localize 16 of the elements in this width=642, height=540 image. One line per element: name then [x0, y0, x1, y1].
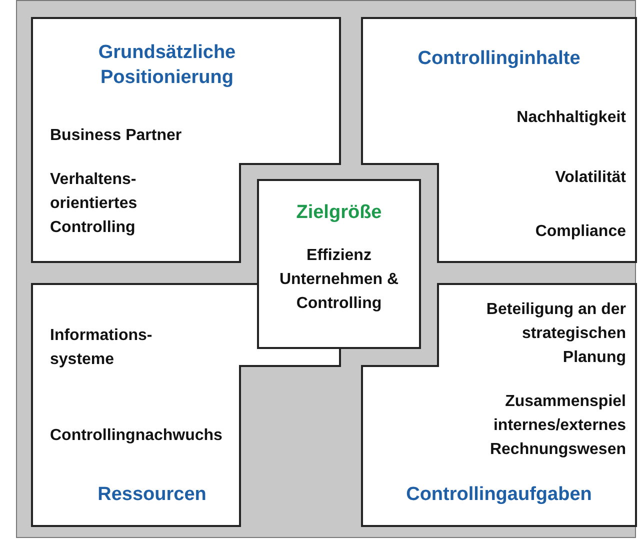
- panel-heading: Grundsätzliche Positionierung: [97, 41, 237, 90]
- list-item: Volatilität: [554, 168, 626, 188]
- center-text: Effizienz Unternehmen & Controlling: [279, 246, 399, 314]
- list-item: Business Partner: [50, 126, 183, 146]
- list-item: Informations-systeme: [50, 326, 154, 370]
- list-item: Zusammenspiel internes/externes Rechnungswesen: [488, 392, 626, 460]
- panel-heading: Ressourcen: [96, 483, 208, 507]
- center-box: [258, 180, 420, 348]
- panel-heading: Controllingaufgaben: [405, 483, 593, 507]
- center-heading: Zielgröße: [295, 201, 383, 225]
- list-item: Compliance: [534, 222, 626, 242]
- list-item: Beteiligung an der strategischen Planung: [485, 300, 626, 368]
- list-item: Nachhaltigkeit: [516, 108, 626, 128]
- list-item: Controllingnachwuchs: [50, 426, 224, 446]
- panel-heading: Controllinginhalte: [416, 47, 582, 71]
- list-item: Verhaltens-orientiertes Controlling: [50, 170, 138, 238]
